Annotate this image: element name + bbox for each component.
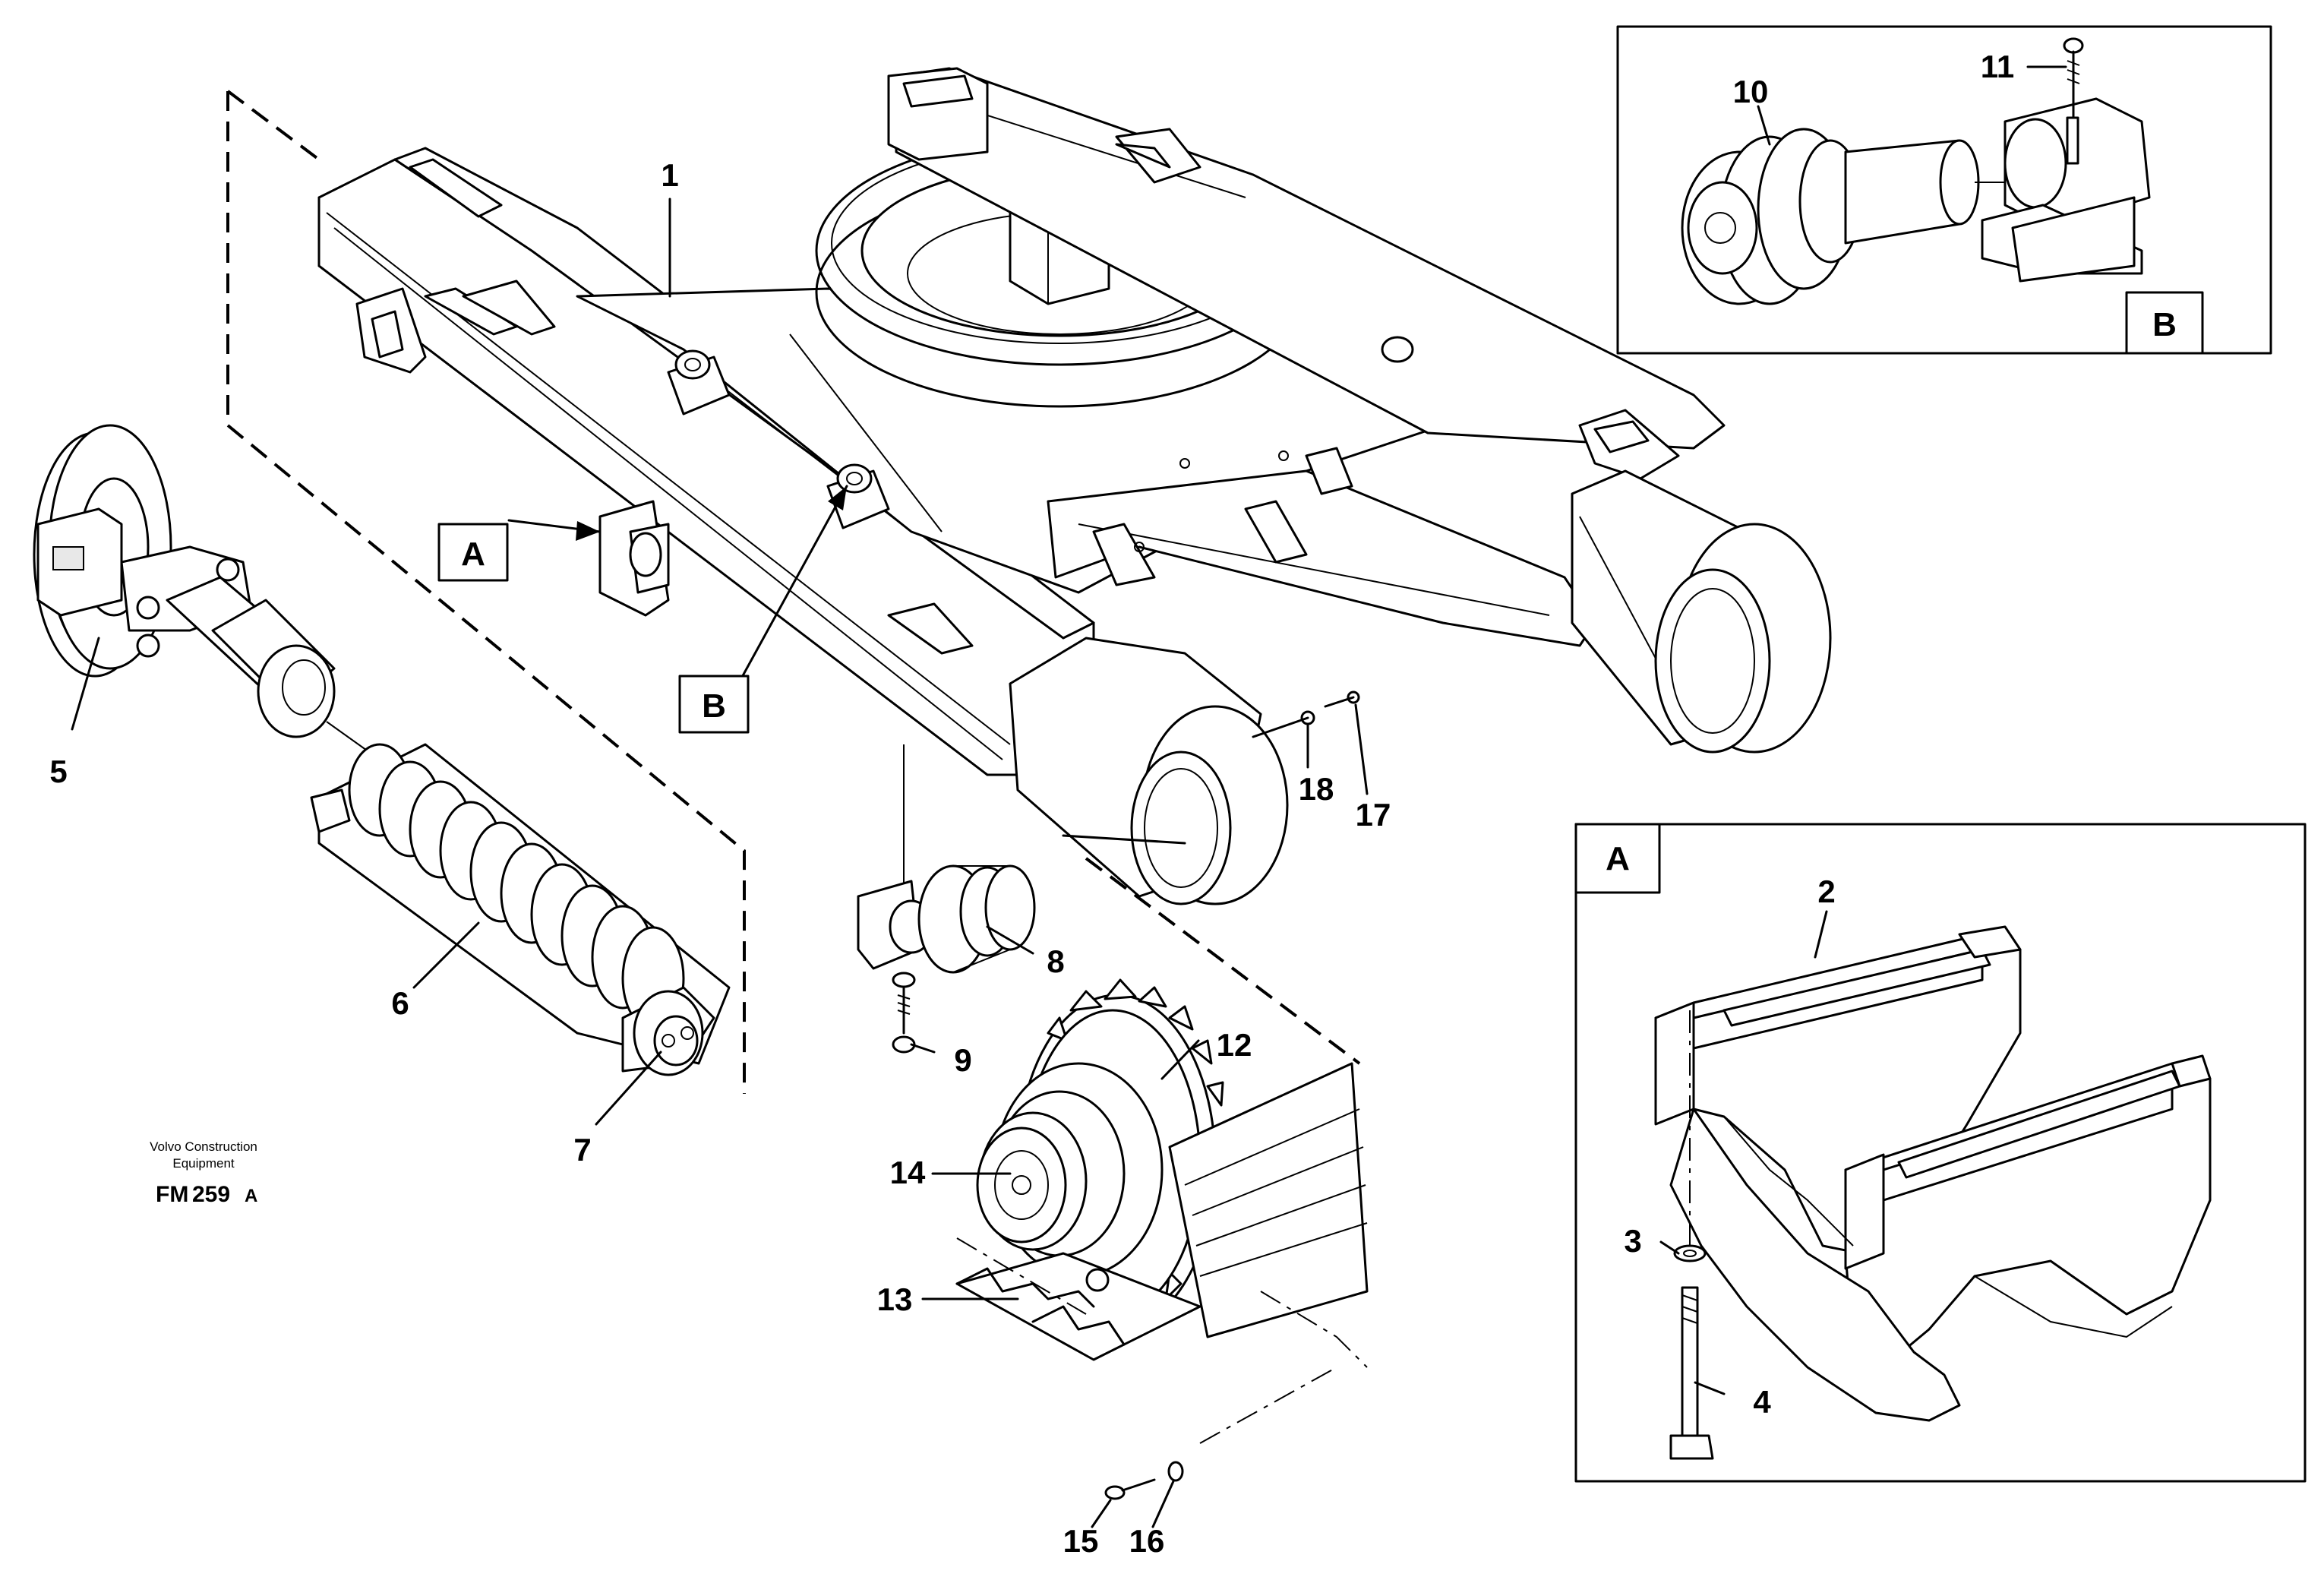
undercarriage-frame: [317, 67, 1832, 905]
callout-11: 11: [1981, 49, 2014, 84]
callout-1: 1: [661, 157, 678, 193]
lower-roller: [857, 744, 1036, 1054]
fm-suffix: A: [245, 1186, 257, 1206]
inset-b-label-box: [2125, 291, 2204, 355]
explode-boundary-left: [226, 91, 746, 1094]
view-a-box: [437, 523, 509, 582]
explode-boundary-front: [1085, 857, 1361, 1065]
callout-6: 6: [391, 985, 409, 1021]
view-a-label: A: [461, 536, 485, 573]
callout-13: 13: [877, 1281, 913, 1317]
callout-5: 5: [49, 754, 67, 789]
callout-17: 17: [1356, 797, 1391, 833]
callout-18: 18: [1299, 771, 1334, 807]
company-line-1: Volvo Construction: [150, 1139, 257, 1154]
callout-8: 8: [1047, 943, 1064, 979]
callout-4: 4: [1753, 1384, 1771, 1420]
inset-a: [1574, 823, 2307, 1483]
callout-14: 14: [890, 1155, 926, 1190]
callout-10: 10: [1733, 74, 1769, 109]
inset-a-label-box: [1574, 823, 1661, 894]
bolt-washer-15-16: [1104, 1367, 1337, 1500]
callout-9: 9: [954, 1042, 971, 1078]
view-b-box: [678, 675, 750, 734]
recoil-spring: [310, 743, 731, 1076]
fm-prefix: FM: [156, 1182, 188, 1207]
inset-b: [1616, 25, 2272, 355]
company-line-2: Equipment: [172, 1156, 235, 1171]
view-b-label: B: [702, 687, 726, 725]
callout-7: 7: [573, 1132, 591, 1168]
fm-number: 259: [192, 1182, 230, 1207]
bolt-washer-17-18: [1252, 690, 1360, 738]
callout-12: 12: [1217, 1027, 1252, 1063]
drive-sprocket-motor: [955, 978, 1369, 1368]
callout-3: 3: [1624, 1223, 1641, 1259]
callout-leaders: [71, 198, 1369, 1528]
callout-15: 15: [1063, 1523, 1099, 1559]
inset-b-label: B: [2152, 306, 2177, 343]
explode-boundary-top: [226, 90, 320, 161]
callout-16: 16: [1129, 1523, 1165, 1559]
tension-cylinder: [166, 576, 380, 760]
front-idler: [33, 424, 252, 678]
callout-2: 2: [1817, 874, 1835, 909]
drawing-footer: Volvo Construction Equipment FM 259 A: [150, 1139, 257, 1207]
inset-a-label: A: [1606, 840, 1630, 877]
